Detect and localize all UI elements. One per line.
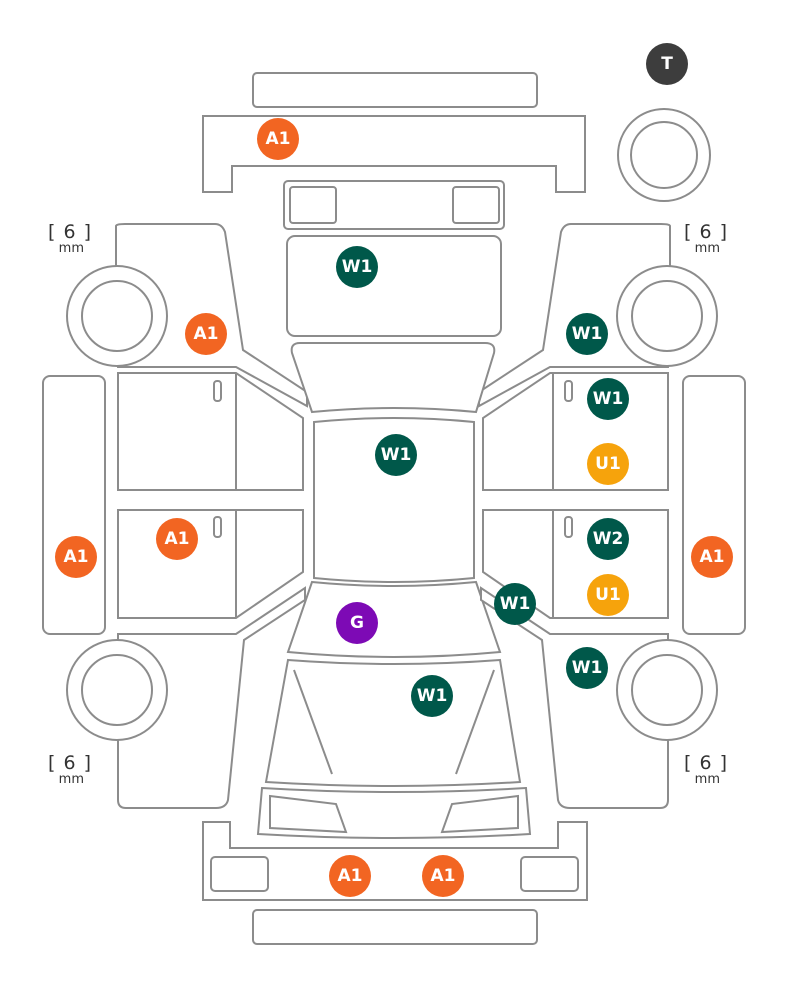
trunk-marker[interactable]: W1 xyxy=(411,675,453,717)
spare-tire-inner xyxy=(630,121,698,189)
left-headlight xyxy=(289,186,337,224)
tread-unit: mm xyxy=(694,241,720,256)
right-front-fender-marker[interactable]: W1 xyxy=(566,313,608,355)
left-rear-door-panel xyxy=(117,509,304,619)
tread-unit: mm xyxy=(58,772,84,787)
rear-bumper-marker[interactable]: A1 xyxy=(422,855,464,897)
right-side-sill-panel xyxy=(682,375,746,635)
left-front-door-handle xyxy=(213,380,222,402)
rear-bumper-left-reflector xyxy=(210,856,269,892)
left-front-wheel-inner xyxy=(81,280,153,352)
right-rear-door-marker[interactable]: W2 xyxy=(587,518,629,560)
tread-value: 6 xyxy=(63,221,77,243)
rear-bumper-marker[interactable]: A1 xyxy=(329,855,371,897)
tread-value: 6 xyxy=(63,752,77,774)
spare-tire-marker[interactable]: T xyxy=(646,43,688,85)
right-rear-quarter-panel xyxy=(480,586,669,809)
right-headlight xyxy=(452,186,500,224)
trunk-panel xyxy=(264,658,522,787)
front-lip-panel xyxy=(252,72,538,108)
right-front-door-marker[interactable]: W1 xyxy=(587,378,629,420)
rear-glass-marker[interactable]: G xyxy=(336,602,378,644)
left-side-sill-marker[interactable]: A1 xyxy=(55,536,97,578)
left-front-door-panel xyxy=(117,372,304,491)
left-front-fender-marker[interactable]: A1 xyxy=(185,313,227,355)
right-rear-door-marker[interactable]: U1 xyxy=(587,574,629,616)
right-rear-door-handle xyxy=(564,516,573,538)
rear-glass-panel xyxy=(286,580,502,658)
front-grille-panel xyxy=(283,180,505,230)
left-rear-quarter-panel xyxy=(117,586,306,809)
tread-value: 6 xyxy=(699,752,713,774)
right-rear-pillar-marker[interactable]: W1 xyxy=(494,583,536,625)
hood-marker[interactable]: W1 xyxy=(336,246,378,288)
rear-lip-panel xyxy=(252,909,538,945)
right-front-wheel-inner xyxy=(631,280,703,352)
roof-panel xyxy=(313,417,475,583)
tread-value: 6 xyxy=(699,221,713,243)
rear-bumper-right-reflector xyxy=(520,856,579,892)
tread-depth-front-right: [ 6 ] mm xyxy=(684,221,728,256)
right-front-door-marker[interactable]: U1 xyxy=(587,443,629,485)
left-rear-door-handle xyxy=(213,516,222,538)
left-taillight xyxy=(269,794,348,834)
trunk-crease-left xyxy=(293,669,333,775)
trunk-crease-right xyxy=(455,669,495,775)
tread-depth-rear-left: [ 6 ] mm xyxy=(48,752,92,787)
rear-bumper-panel xyxy=(202,821,588,901)
roof-marker[interactable]: W1 xyxy=(375,434,417,476)
left-side-sill-panel xyxy=(42,375,106,635)
right-taillight xyxy=(440,794,519,834)
front-bumper-marker[interactable]: A1 xyxy=(257,118,299,160)
tread-depth-rear-right: [ 6 ] mm xyxy=(684,752,728,787)
right-front-door-panel xyxy=(482,372,669,491)
right-rear-quarter-marker[interactable]: W1 xyxy=(566,647,608,689)
tread-depth-front-left: [ 6 ] mm xyxy=(48,221,92,256)
right-rear-wheel-inner xyxy=(631,654,703,726)
tread-unit: mm xyxy=(58,241,84,256)
right-front-door-handle xyxy=(564,380,573,402)
windshield-panel xyxy=(290,342,496,414)
hood-panel xyxy=(286,235,502,337)
tread-unit: mm xyxy=(694,772,720,787)
right-side-sill-marker[interactable]: A1 xyxy=(691,536,733,578)
left-rear-door-marker[interactable]: A1 xyxy=(156,518,198,560)
left-rear-wheel-inner xyxy=(81,654,153,726)
